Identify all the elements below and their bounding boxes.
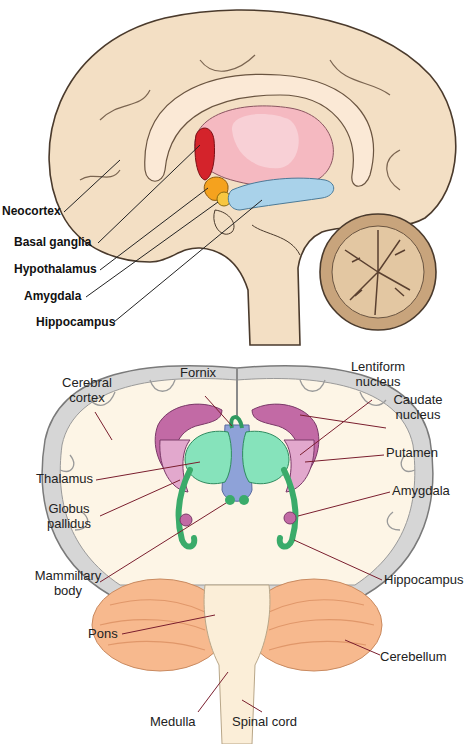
brain-outline [49,10,456,345]
part-label: Hippocampus [36,316,115,330]
part-label: Basal ganglia [14,236,91,250]
basal-ganglia-shape [195,128,215,180]
part-label: Lentiform nucleus [338,360,418,390]
mammillary-right [239,495,249,505]
part-label: Fornix [180,366,216,381]
part-label: Neocortex [2,205,61,219]
part-label: Hypothalamus [14,263,97,277]
arbor-vitae [345,230,410,315]
hippocampus-left [179,470,195,547]
part-label: Caudate nucleus [378,393,458,423]
pituitary [214,210,234,234]
leader-lines-bottom [95,396,390,712]
leader-lines-top [64,145,262,322]
part-label: Cerebellum [380,650,446,665]
part-label: Medulla [150,715,196,730]
amygdala-right [284,512,296,524]
corpus-callosum [145,74,374,186]
part-label: Thalamus [36,472,93,487]
thalamus-region [195,106,334,187]
brainstem-line [252,225,300,255]
part-label: Globus pallidus [34,502,104,532]
part-label: Pons [88,627,118,642]
part-label: Mammillary body [28,569,108,599]
thalamus-highlight [232,114,299,168]
part-label: Amygdala [24,290,81,304]
fornix [231,417,242,428]
part-label: Amygdala [392,484,450,499]
amygdala-left [180,514,192,526]
part-label: Putamen [386,446,438,461]
part-label: Spinal cord [232,715,297,730]
gyri-lines [80,55,400,190]
part-label: Cerebral cortex [48,376,126,406]
longitudinal-fissure [236,368,238,418]
hippocampus-right [280,470,296,547]
mammillary-left [225,495,235,505]
cerebellum-shape [320,214,436,330]
part-label: Hippocampus [384,573,464,588]
hippocampus-shape [228,178,333,210]
thalamus-left [185,431,231,484]
cortex-outline [42,366,433,595]
cerebellum-inner [332,226,424,318]
thalamus-right [243,431,289,484]
